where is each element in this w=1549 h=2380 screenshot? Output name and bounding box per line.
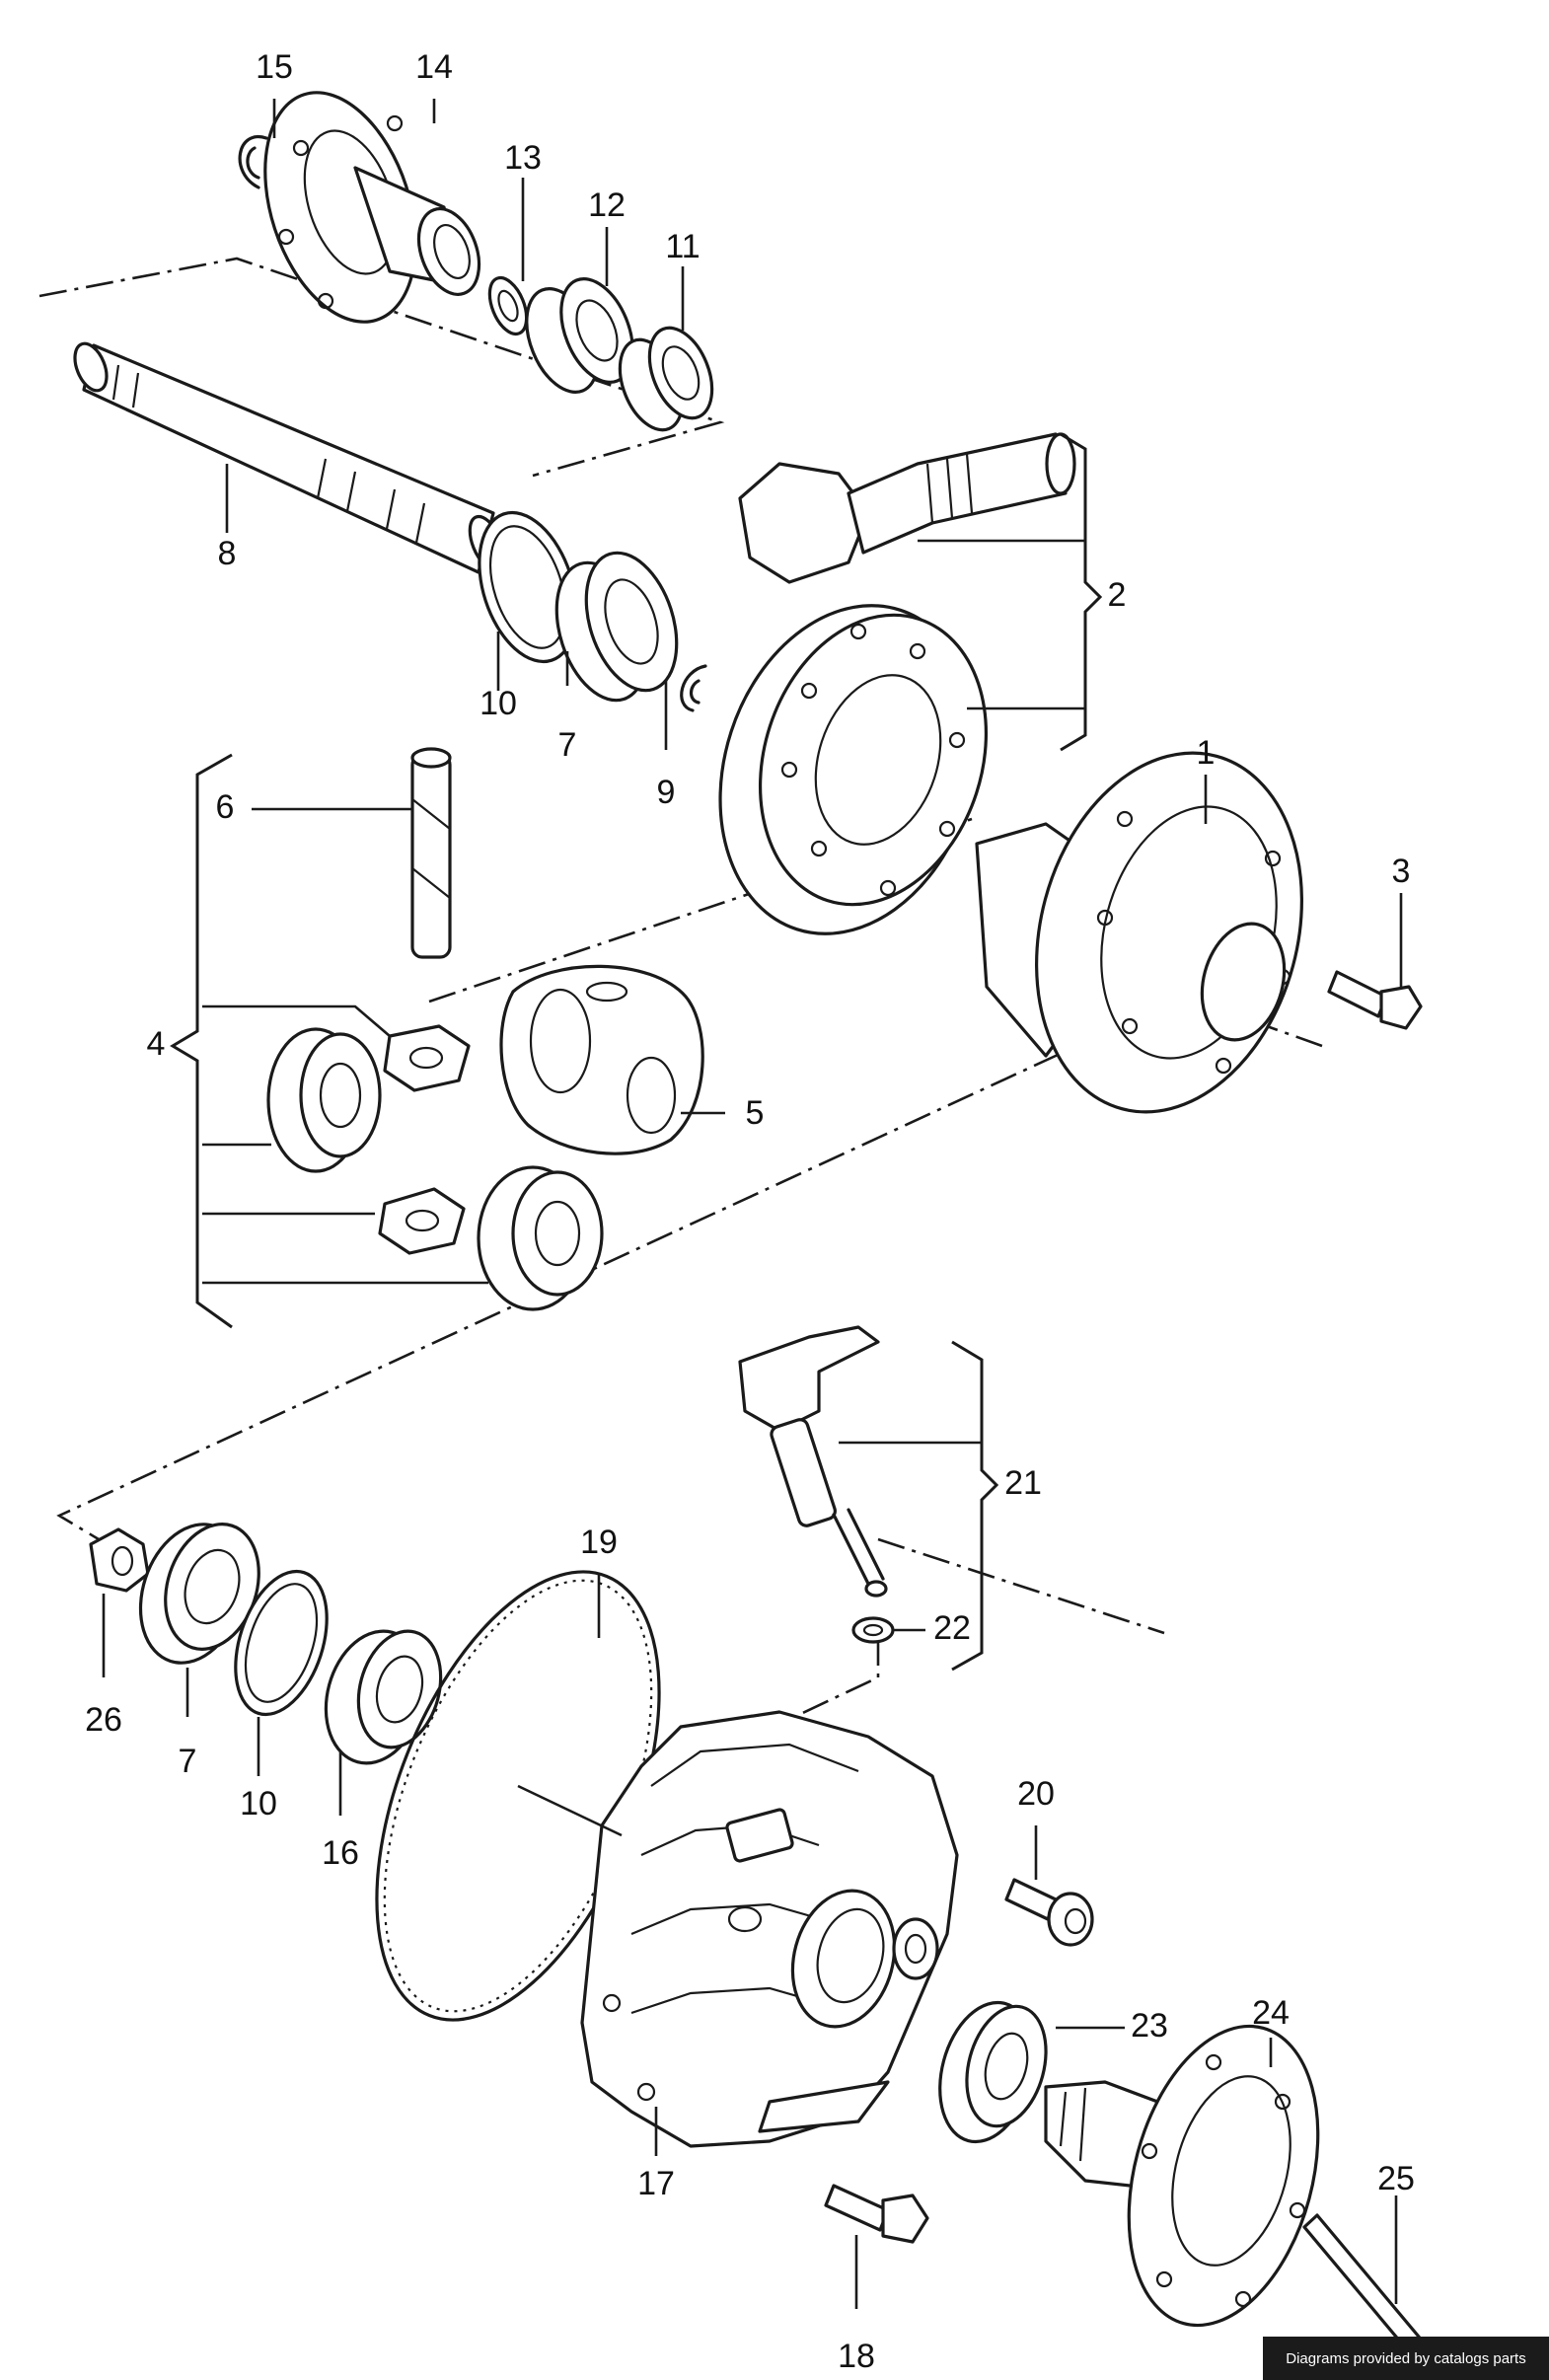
callout-1: 1 bbox=[1197, 734, 1216, 772]
brace-2 bbox=[1060, 432, 1103, 752]
brace-21 bbox=[951, 1340, 999, 1672]
pinion-shaft-2[interactable] bbox=[738, 432, 1076, 584]
callout-24: 24 bbox=[1252, 1994, 1290, 2032]
seal-ring-22[interactable] bbox=[851, 1616, 895, 1644]
spider-cage-5[interactable] bbox=[499, 964, 704, 1155]
callout-7-upper: 7 bbox=[558, 726, 577, 764]
callout-13: 13 bbox=[504, 139, 542, 177]
tapered-bearing-7-lower[interactable] bbox=[123, 1511, 274, 1676]
callout-3: 3 bbox=[1392, 853, 1411, 890]
needle-bearing-11[interactable] bbox=[608, 319, 724, 439]
callout-17: 17 bbox=[637, 2165, 675, 2202]
shim-ring-10-lower[interactable] bbox=[219, 1560, 343, 1727]
planet-gear-lower[interactable] bbox=[378, 1187, 466, 1255]
callout-10-lower: 10 bbox=[240, 1785, 277, 1822]
callout-22: 22 bbox=[933, 1609, 971, 1647]
callout-20: 20 bbox=[1017, 1775, 1055, 1813]
callout-4: 4 bbox=[147, 1025, 166, 1063]
screw-plug-20[interactable] bbox=[1004, 1878, 1094, 1947]
drive-flange-bottom[interactable] bbox=[1044, 2005, 1349, 2346]
callout-10-upper: 10 bbox=[479, 685, 517, 722]
bolt-3[interactable] bbox=[1327, 970, 1423, 1030]
ring-gear-2[interactable] bbox=[680, 572, 1022, 968]
callout-11: 11 bbox=[665, 228, 700, 265]
shaft-seal-23[interactable] bbox=[925, 1992, 1059, 2152]
tapered-bearing-7-upper[interactable] bbox=[541, 542, 693, 712]
callout-25: 25 bbox=[1377, 2160, 1415, 2197]
callout-12: 12 bbox=[588, 186, 626, 224]
callout-9: 9 bbox=[657, 774, 676, 811]
cross-pin-6[interactable] bbox=[410, 747, 452, 959]
washer-13[interactable] bbox=[482, 272, 534, 339]
axis-flange-right bbox=[877, 1537, 1165, 1635]
circlip-9[interactable] bbox=[680, 664, 707, 712]
differential-housing-1[interactable] bbox=[975, 723, 1340, 1143]
planet-gear-upper[interactable] bbox=[383, 1024, 471, 1092]
callout-5: 5 bbox=[746, 1094, 765, 1132]
cap-26[interactable] bbox=[89, 1527, 150, 1593]
side-gear-right-lower[interactable] bbox=[477, 1165, 604, 1311]
callout-19: 19 bbox=[580, 1524, 618, 1561]
bolt-18[interactable] bbox=[824, 2184, 929, 2244]
callout-18: 18 bbox=[838, 2338, 875, 2375]
seal-carrier-16[interactable] bbox=[312, 1620, 453, 1774]
callout-14: 14 bbox=[415, 48, 453, 86]
callout-7-lower: 7 bbox=[179, 1743, 197, 1780]
callout-6: 6 bbox=[216, 788, 235, 826]
callout-2: 2 bbox=[1108, 576, 1127, 614]
callout-21: 21 bbox=[1004, 1464, 1042, 1502]
brace-4 bbox=[170, 753, 233, 1329]
side-gear-left-upper[interactable] bbox=[266, 1027, 382, 1173]
bearing-12[interactable] bbox=[513, 268, 647, 403]
callout-23: 23 bbox=[1131, 2007, 1168, 2045]
boundary-upper-shaft bbox=[38, 257, 725, 478]
callout-15: 15 bbox=[256, 48, 293, 86]
speed-sensor-21[interactable] bbox=[738, 1325, 888, 1598]
callout-16: 16 bbox=[322, 1834, 359, 1872]
callout-26: 26 bbox=[85, 1701, 122, 1739]
credit-watermark: Diagrams provided by catalogs parts bbox=[1263, 2337, 1549, 2380]
drive-flange-top[interactable] bbox=[238, 73, 489, 341]
gearbox-housing-17[interactable] bbox=[580, 1710, 959, 2148]
callout-8: 8 bbox=[218, 535, 237, 572]
shaft-8[interactable] bbox=[69, 339, 510, 574]
snap-ring-15[interactable] bbox=[238, 134, 268, 189]
